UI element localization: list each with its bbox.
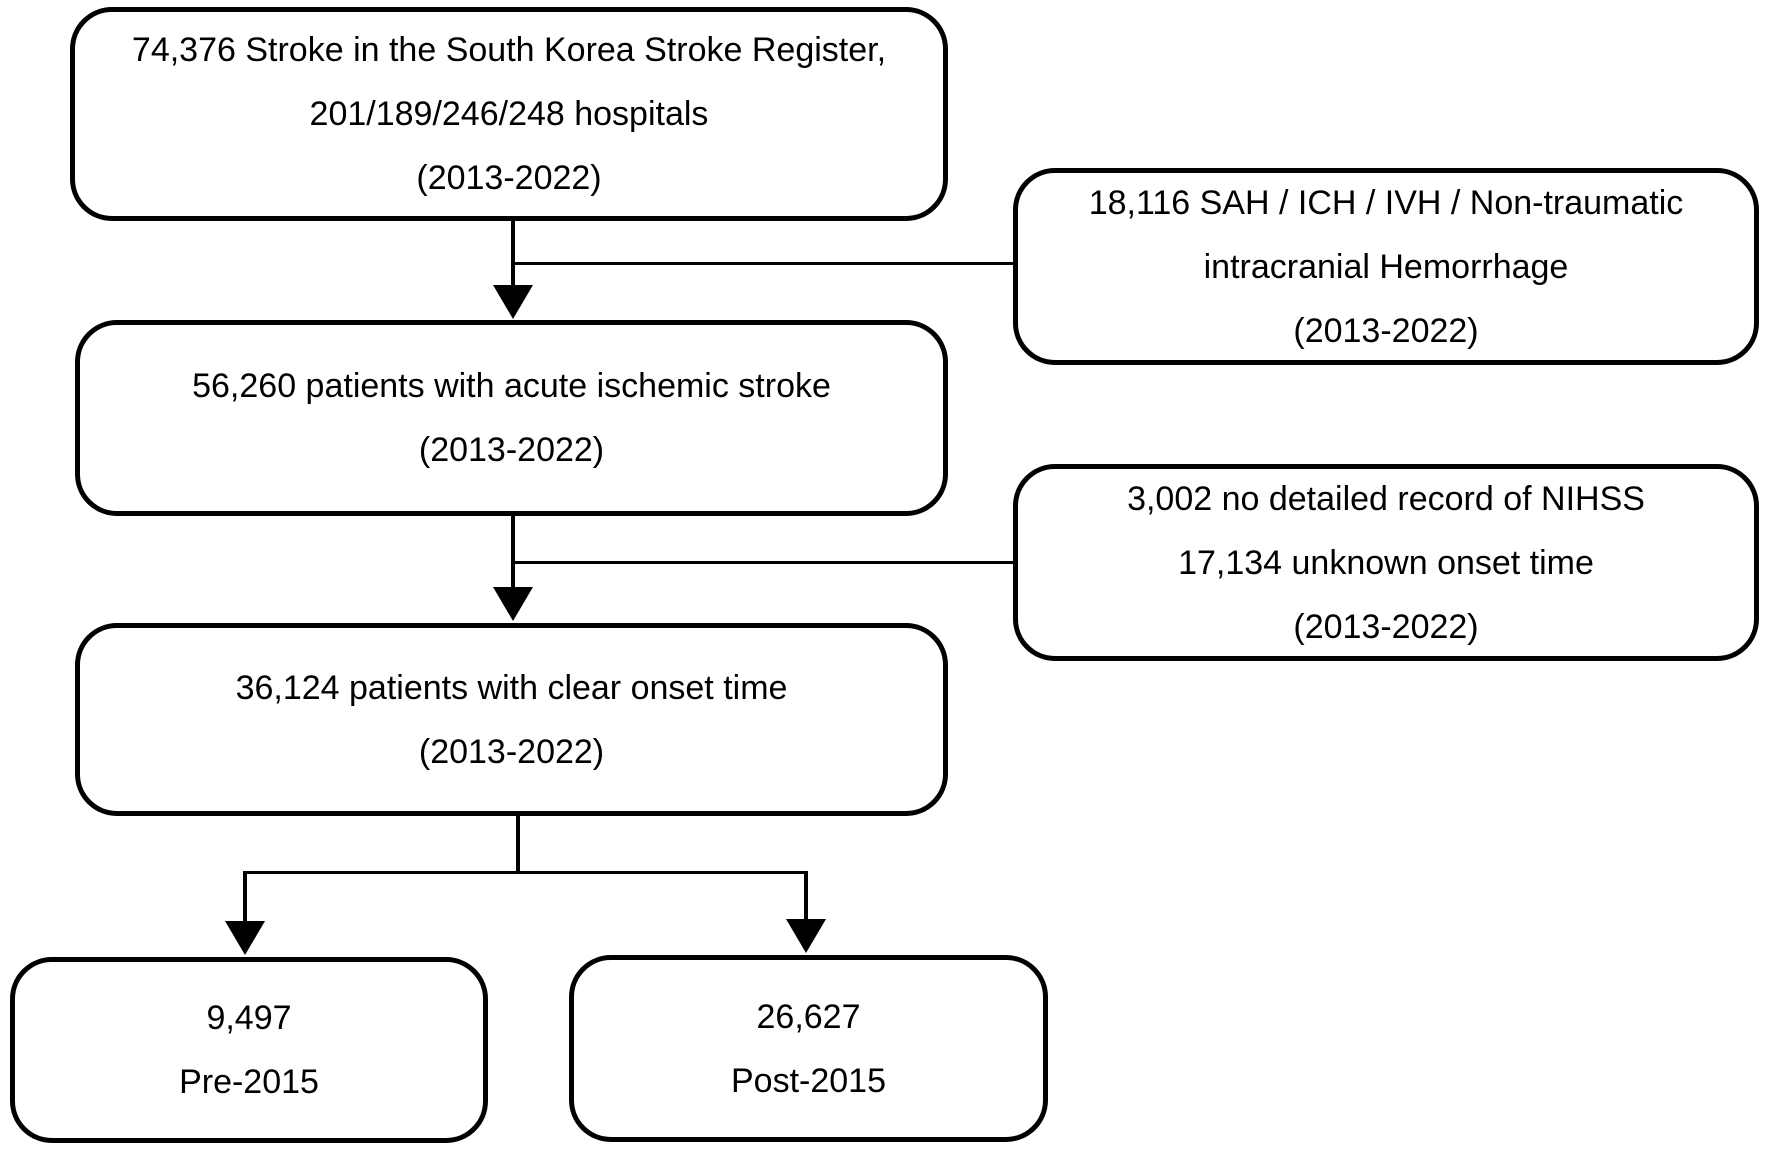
box-text-line: 18,116 SAH / ICH / IVH / Non-traumatic [1088,183,1684,222]
box-text-line: 36,124 patients with clear onset time [235,668,788,707]
box-excluded-no-nihss-unknown-onset: 3,002 no detailed record of NIHSS 17,134… [1013,464,1759,661]
box-clear-onset-time: 36,124 patients with clear onset time (2… [75,623,948,816]
arrow-down-icon [493,587,533,621]
connector-ischemic-to-clear-onset [511,515,515,589]
box-stroke-register: 74,376 Stroke in the South Korea Stroke … [70,7,948,221]
box-text-line: (2013-2022) [1293,607,1479,646]
box-text-line: (2013-2022) [416,159,602,197]
box-text-line: Post-2015 [731,1061,886,1100]
box-post-2015-group: 26,627 Post-2015 [569,955,1048,1142]
box-text-line: 9,497 [206,999,292,1037]
box-pre-2015-group: 9,497 Pre-2015 [10,957,488,1143]
box-text-line: (2013-2022) [1293,311,1479,350]
connector-split-bar [245,871,808,874]
box-text-line: 201/189/246/248 hospitals [309,95,709,133]
box-text-line: (2013-2022) [418,732,605,771]
connector-register-to-ischemic [511,220,515,288]
box-text-line: 3,002 no detailed record of NIHSS [1127,479,1645,518]
box-acute-ischemic-stroke: 56,260 patients with acute ischemic stro… [75,320,948,516]
box-text-line: 56,260 patients with acute ischemic stro… [192,367,831,405]
box-excluded-hemorrhage: 18,116 SAH / ICH / IVH / Non-traumatic i… [1013,168,1759,365]
arrow-down-icon [493,285,533,319]
box-text-line: intracranial Hemorrhage [1203,247,1569,286]
box-text-line: 26,627 [756,997,861,1036]
connector-branch-to-excluded [513,561,1013,564]
box-text-line: Pre-2015 [179,1063,319,1101]
box-text-line: (2013-2022) [418,431,605,469]
arrow-down-icon [786,919,826,953]
box-text-line: 74,376 Stroke in the South Korea Stroke … [131,31,887,69]
box-text-line: 17,134 unknown onset time [1178,543,1594,582]
connector-clear-onset-stem [516,815,520,873]
connector-to-pre2015 [243,871,247,923]
arrow-down-icon [225,921,265,955]
connector-to-post2015 [804,871,808,923]
connector-branch-to-hemorrhage [513,262,1013,265]
